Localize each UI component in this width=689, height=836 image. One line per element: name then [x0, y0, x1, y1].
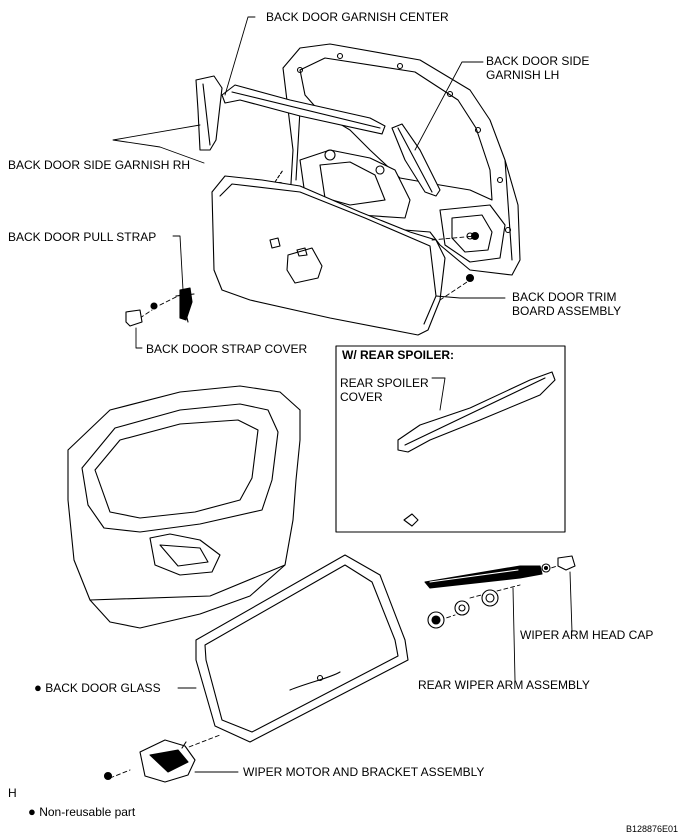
leader-lines — [112, 16, 573, 773]
garnish-rh-part — [195, 75, 223, 151]
wiper-arm-part — [424, 555, 576, 629]
legend-bullet-icon: ● — [28, 804, 36, 819]
corner-letter: H — [8, 786, 17, 800]
inset-box — [335, 345, 566, 533]
label-garnish-rh: BACK DOOR SIDE GARNISH RH — [8, 158, 191, 172]
label-garnish-lh: BACK DOOR SIDE GARNISH LH — [486, 54, 590, 82]
label-back-door-glass: BACK DOOR GLASS — [45, 681, 161, 695]
non-reusable-bullet-icon: ● — [34, 680, 42, 695]
garnish-lh-part — [391, 123, 441, 197]
garnish-center-part — [221, 84, 386, 135]
inset-title: W/ REAR SPOILER: — [342, 348, 455, 362]
legend-text: Non-reusable part — [39, 805, 136, 819]
label-wiper-motor: WIPER MOTOR AND BRACKET ASSEMBLY — [243, 765, 485, 779]
label-strap-cover: BACK DOOR STRAP COVER — [146, 342, 308, 356]
label-spoiler-cover: REAR SPOILER COVER — [340, 376, 429, 404]
figure-code: B128876E01 — [626, 824, 679, 834]
label-garnish-center: BACK DOOR GARNISH CENTER — [266, 10, 449, 24]
wiper-motor-part — [103, 739, 196, 783]
legend: ● Non-reusable part — [28, 804, 136, 820]
back-door-outer-panel — [67, 385, 301, 629]
label-back-door-glass-row: ● BACK DOOR GLASS — [34, 680, 161, 696]
label-trim-board: BACK DOOR TRIM BOARD ASSEMBLY — [512, 290, 622, 318]
label-rear-wiper-arm: REAR WIPER ARM ASSEMBLY — [418, 678, 590, 692]
back-door-glass-part — [195, 554, 409, 743]
pull-strap-part — [125, 287, 195, 327]
label-pull-strap: BACK DOOR PULL STRAP — [8, 230, 157, 244]
label-wiper-head-cap: WIPER ARM HEAD CAP — [520, 628, 654, 642]
